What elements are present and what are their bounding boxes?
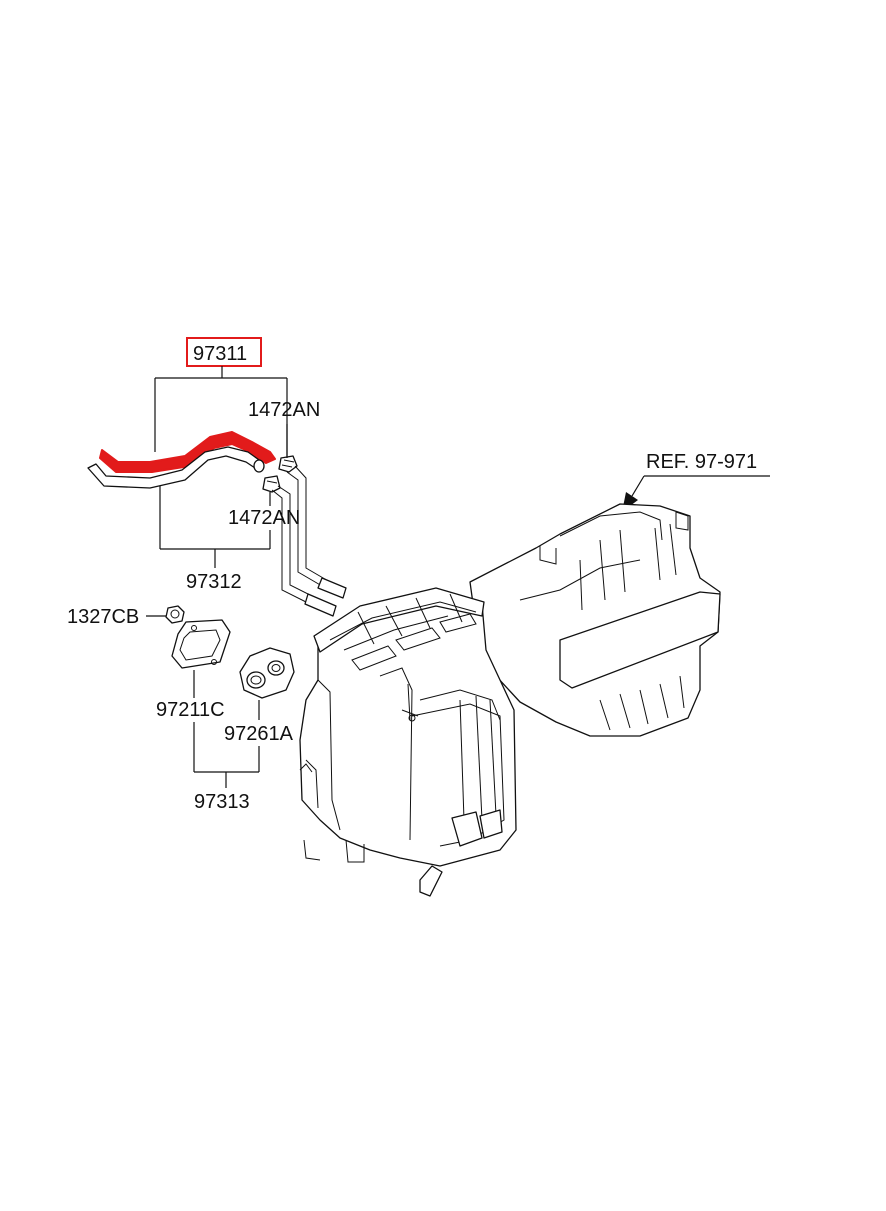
grommet[interactable] xyxy=(239,647,295,699)
label-1472AN-upper[interactable]: 1472AN xyxy=(248,399,320,421)
nut[interactable] xyxy=(165,605,185,624)
leader-97313 xyxy=(193,722,260,788)
leader-97312 xyxy=(159,486,271,568)
label-97261A[interactable]: 97261A xyxy=(224,723,294,745)
hose-end xyxy=(253,459,265,473)
label-97211C[interactable]: 97211C xyxy=(156,699,225,721)
heater-pipes xyxy=(271,465,347,617)
label-1327CB[interactable]: 1327CB xyxy=(67,606,139,628)
upper-heater-hose-highlight[interactable] xyxy=(99,431,276,473)
gasket[interactable] xyxy=(171,619,231,669)
selected-part-box[interactable] xyxy=(186,337,262,367)
upper-clamp[interactable] xyxy=(278,455,298,473)
label-97311[interactable]: 97311 xyxy=(193,343,247,365)
label-1472AN-lower[interactable]: 1472AN xyxy=(228,507,300,529)
label-ref-97-971[interactable]: REF. 97-971 xyxy=(646,451,757,473)
lower-clamp[interactable] xyxy=(262,475,281,493)
label-97313[interactable]: 97313 xyxy=(194,791,250,813)
hvac-heater-unit[interactable] xyxy=(299,503,721,897)
label-97312[interactable]: 97312 xyxy=(186,571,242,593)
